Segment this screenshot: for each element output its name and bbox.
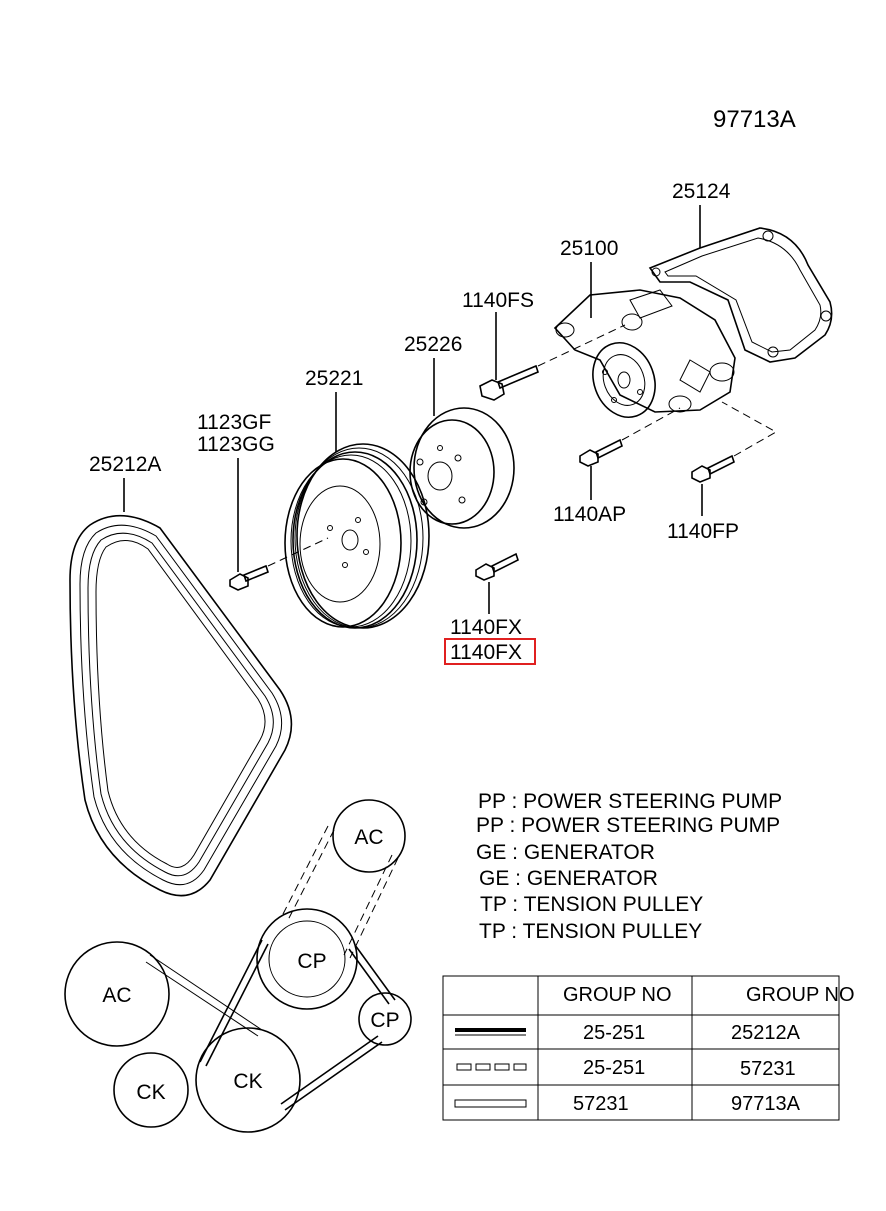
- label-1140FX-1[interactable]: 1140FX: [450, 616, 522, 639]
- layout-pulley-cp-top-outer: [256, 908, 358, 1010]
- layout-pulley-ck-small: [113, 1052, 189, 1128]
- label-1123GF[interactable]: 1123GF: [197, 411, 271, 434]
- layout-label-ck-big: CK: [233, 1070, 262, 1093]
- table-row-2-c1: 25-251: [583, 1057, 645, 1079]
- dash-1140FS: [537, 324, 626, 367]
- bolt-1123GF[interactable]: [229, 564, 269, 591]
- layout-pulley-cp-top-inner: [268, 920, 346, 998]
- legend-line-5: TP : TENSION PULLEY: [480, 893, 703, 916]
- label-1140FX-2[interactable]: 1140FX: [450, 641, 522, 664]
- pulley-25221[interactable]: [284, 443, 430, 629]
- table-row-1-c2: 25212A: [731, 1022, 801, 1044]
- group-table: [442, 975, 840, 1121]
- layout-label-ck-small: CK: [136, 1081, 165, 1104]
- bolt-1140AP[interactable]: [579, 438, 623, 467]
- bolt-1140FP[interactable]: [691, 454, 735, 483]
- label-1123GG[interactable]: 1123GG: [197, 433, 275, 456]
- label-25124[interactable]: 25124: [672, 180, 731, 203]
- table-row-1-c1: 25-251: [583, 1022, 645, 1044]
- layout-label-ac-left: AC: [102, 984, 131, 1007]
- ref-label: 97713A: [713, 106, 796, 133]
- label-1140FP[interactable]: 1140FP: [667, 520, 739, 543]
- table-row-1-line-sample: [455, 1028, 526, 1036]
- table-header-1: GROUP NO: [563, 984, 672, 1006]
- layout-pulley-ac-top: [332, 799, 406, 873]
- highlight-box: [444, 638, 536, 665]
- belt-routing-layout: [145, 825, 399, 1111]
- v-belt-25212A[interactable]: [69, 514, 293, 897]
- dash-1140AP: [621, 407, 681, 441]
- table-row-2-line-sample: [456, 1063, 527, 1071]
- layout-pulley-cp-small: [358, 992, 412, 1046]
- table-header-2: GROUP NO: [746, 984, 855, 1006]
- dash-1123GF: [267, 537, 329, 567]
- label-1140AP[interactable]: 1140AP: [553, 503, 626, 526]
- label-1140FS[interactable]: 1140FS: [462, 289, 534, 312]
- legend-line-2: PP : POWER STEERING PUMP: [476, 814, 780, 837]
- layout-label-cp-small: CP: [370, 1009, 399, 1032]
- legend-line-1: PP : POWER STEERING PUMP: [478, 790, 782, 813]
- layout-label-ac-top: AC: [354, 826, 383, 849]
- pulley-hub-25226[interactable]: [409, 407, 515, 529]
- water-pump-gasket[interactable]: [648, 227, 833, 363]
- water-pump-body[interactable]: [553, 289, 736, 426]
- layout-pulley-ck-big: [195, 1027, 301, 1133]
- legend-line-4: GE : GENERATOR: [479, 867, 658, 890]
- label-25100[interactable]: 25100: [560, 237, 618, 260]
- layout-pulley-ac-left: [64, 941, 170, 1047]
- bolt-1140FX[interactable]: [475, 552, 519, 581]
- table-row-2-c2: 57231: [740, 1058, 796, 1080]
- bolt-1140FS[interactable]: [479, 364, 539, 401]
- table-row-3-c2: 97713A: [731, 1093, 801, 1115]
- legend-line-6: TP : TENSION PULLEY: [479, 920, 702, 943]
- label-25212A[interactable]: 25212A: [89, 453, 161, 476]
- table-row-3-line-sample: [454, 1099, 527, 1108]
- label-25226[interactable]: 25226: [404, 333, 462, 356]
- label-25221[interactable]: 25221: [305, 367, 363, 390]
- legend-line-3: GE : GENERATOR: [476, 841, 655, 864]
- dash-1140FP: [721, 401, 778, 457]
- table-row-3-c1: 57231: [573, 1093, 629, 1115]
- layout-label-cp-top: CP: [297, 950, 326, 973]
